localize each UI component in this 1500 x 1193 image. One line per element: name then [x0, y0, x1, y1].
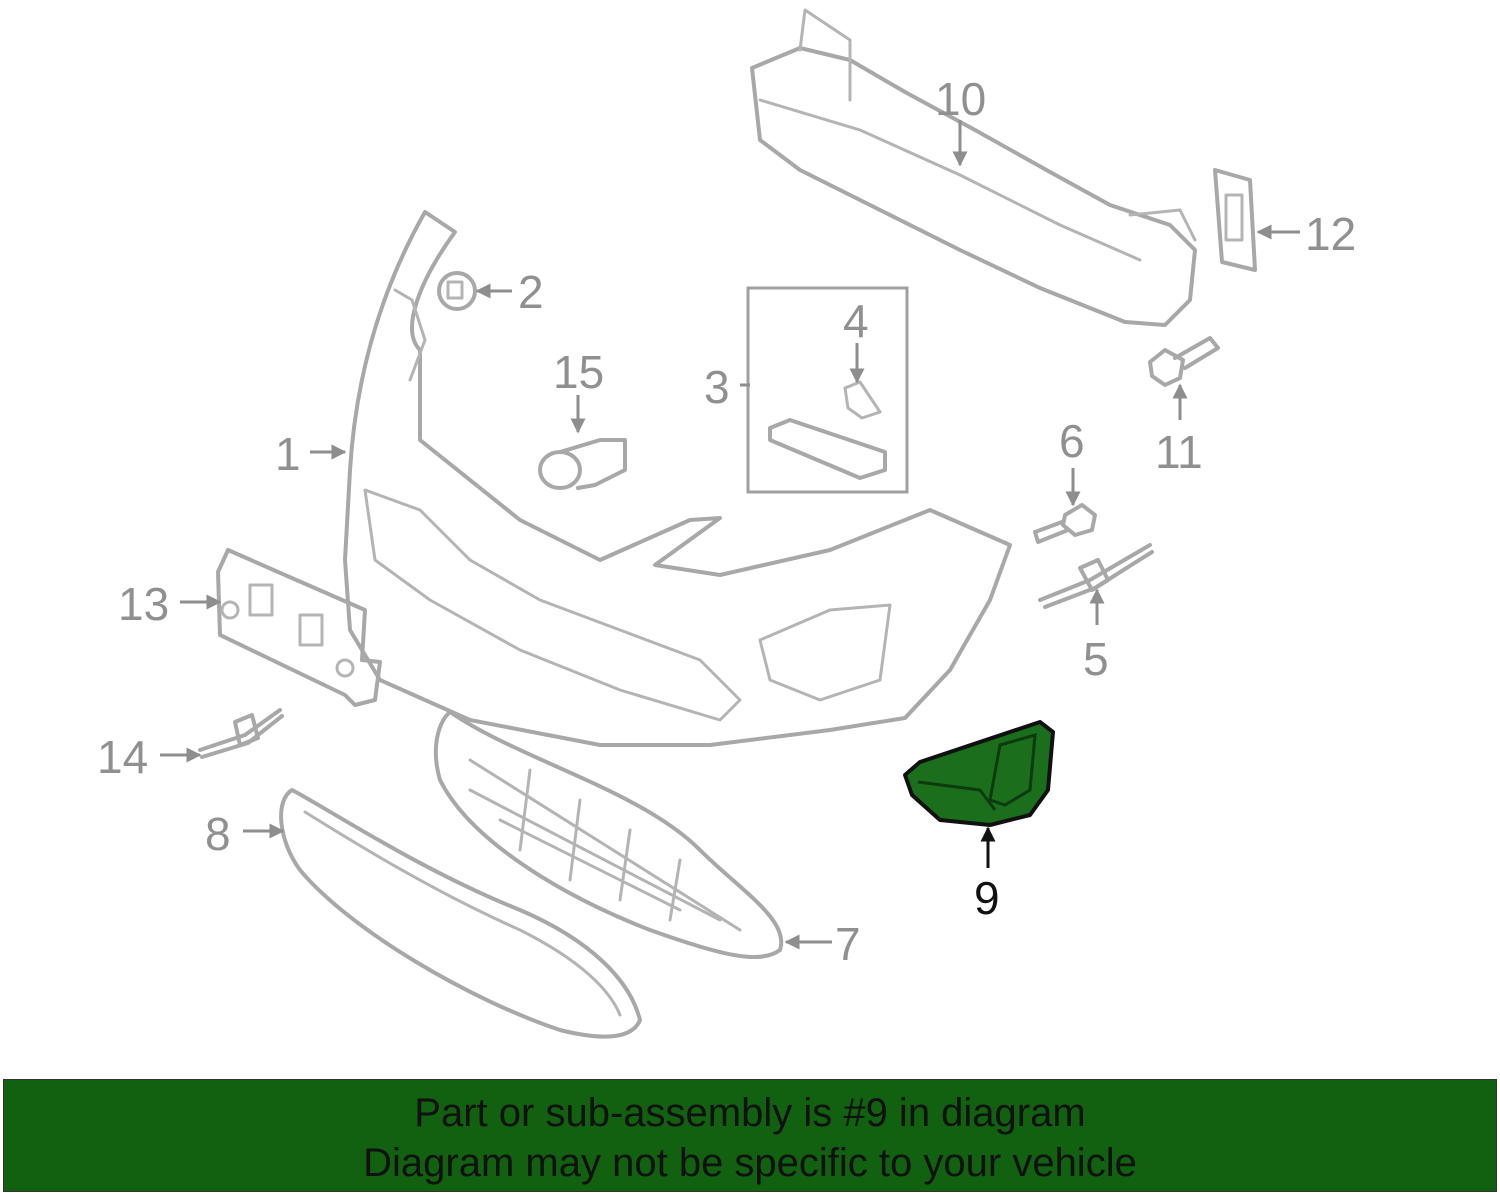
- part-14-pin: [198, 708, 284, 759]
- callout-1: 1: [275, 428, 301, 480]
- callout-2: 2: [518, 266, 544, 318]
- parts-diagram: 1 2 3 4 5 6 7 8 9 10 11 12 13 14 15: [97, 8, 1356, 1039]
- part-2-clip: [437, 271, 477, 311]
- part-6-bolt: [1033, 503, 1097, 544]
- callout-10: 10: [935, 73, 986, 125]
- part-10-reinforcement-beam: [750, 8, 1197, 327]
- callout-5: 5: [1083, 633, 1109, 685]
- banner-line-part-number: Part or sub-assembly is #9 in diagram: [414, 1091, 1086, 1135]
- callout-11: 11: [1155, 426, 1203, 478]
- part-7-lower-grille: [433, 710, 784, 960]
- part-1-bumper-cover: [343, 210, 1012, 747]
- callout-4: 4: [843, 295, 869, 347]
- part-3-assembly-box: [746, 286, 909, 494]
- part-12-bracket: [1213, 168, 1257, 272]
- callout-13: 13: [118, 578, 169, 630]
- part-5-pin: [1038, 543, 1154, 609]
- callout-9: 9: [974, 872, 1000, 924]
- info-banner: Part or sub-assembly is #9 in diagram Di…: [3, 1079, 1497, 1192]
- part-9-side-cover: [903, 720, 1055, 827]
- part-4-clip: [843, 380, 882, 420]
- part-8-grille-surround: [279, 788, 642, 1039]
- leader-lines: [160, 120, 1300, 950]
- callout-6: 6: [1059, 415, 1085, 467]
- part-13-license-bracket: [216, 548, 382, 707]
- callout-labels: 1 2 3 4 5 6 7 8 9 10 11 12 13 14 15: [97, 73, 1356, 970]
- banner-line-disclaimer: Diagram may not be specific to your vehi…: [363, 1141, 1137, 1185]
- part-15-sensor: [538, 438, 627, 490]
- part-11-bolt: [1148, 336, 1220, 387]
- callout-14: 14: [97, 731, 148, 783]
- callout-7: 7: [835, 918, 861, 970]
- callout-15: 15: [553, 346, 604, 398]
- callout-3: 3: [704, 361, 730, 413]
- callout-12: 12: [1305, 208, 1356, 260]
- callout-8: 8: [205, 808, 231, 860]
